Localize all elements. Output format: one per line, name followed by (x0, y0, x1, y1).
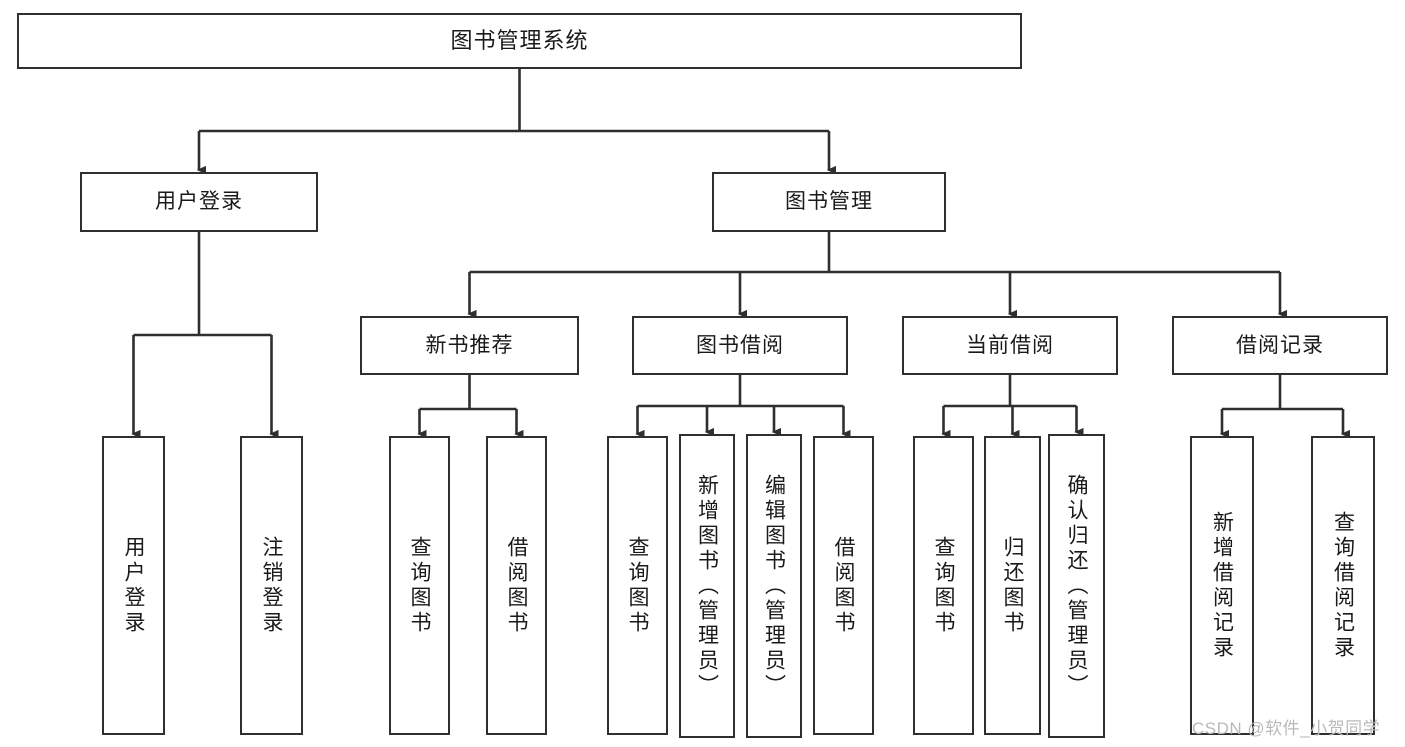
node-leaf-query-book-3[interactable]: 查询图书 (913, 436, 974, 735)
node-label: 编辑图书（管理员） (762, 473, 786, 699)
node-current-borrow[interactable]: 当前借阅 (902, 316, 1118, 375)
node-label: 查询图书 (932, 535, 955, 636)
node-leaf-edit-book[interactable]: 编辑图书（管理员） (746, 434, 802, 738)
node-book-manage[interactable]: 图书管理 (712, 172, 946, 232)
node-label: 借阅图书 (832, 535, 855, 636)
node-borrow-record[interactable]: 借阅记录 (1172, 316, 1388, 375)
node-leaf-borrow-book-1[interactable]: 借阅图书 (486, 436, 547, 735)
node-label: 注销登录 (260, 535, 283, 636)
node-new-book-recommend[interactable]: 新书推荐 (360, 316, 579, 375)
node-leaf-add-record[interactable]: 新增借阅记录 (1190, 436, 1254, 735)
node-leaf-return-book[interactable]: 归还图书 (984, 436, 1041, 735)
node-leaf-confirm-return[interactable]: 确认归还（管理员） (1048, 434, 1105, 738)
node-label: 新增借阅记录 (1210, 510, 1234, 661)
node-label: 图书管理系统 (450, 27, 589, 53)
node-label: 借阅记录 (1236, 333, 1324, 357)
node-label: 用户登录 (155, 190, 243, 214)
node-leaf-query-record[interactable]: 查询借阅记录 (1311, 436, 1375, 735)
node-leaf-add-book[interactable]: 新增图书（管理员） (679, 434, 735, 738)
node-label: 借阅图书 (505, 535, 528, 636)
node-leaf-query-book-2[interactable]: 查询图书 (607, 436, 668, 735)
node-user-login[interactable]: 用户登录 (80, 172, 318, 232)
node-label: 查询图书 (408, 535, 431, 636)
node-label: 用户登录 (122, 535, 145, 636)
node-label: 归还图书 (1001, 535, 1024, 636)
node-root[interactable]: 图书管理系统 (17, 13, 1022, 69)
node-label: 确认归还（管理员） (1065, 473, 1088, 699)
node-book-borrow[interactable]: 图书借阅 (632, 316, 848, 375)
node-label: 图书管理 (785, 190, 873, 214)
node-label: 查询借阅记录 (1331, 510, 1355, 661)
node-leaf-user-login[interactable]: 用户登录 (102, 436, 165, 735)
node-label: 查询图书 (626, 535, 649, 636)
node-label: 新增图书（管理员） (695, 473, 719, 699)
node-leaf-borrow-book-2[interactable]: 借阅图书 (813, 436, 874, 735)
node-label: 新书推荐 (425, 333, 514, 357)
node-label: 当前借阅 (966, 333, 1054, 357)
node-leaf-logout[interactable]: 注销登录 (240, 436, 303, 735)
edge-group (131, 69, 1351, 439)
node-leaf-query-book-1[interactable]: 查询图书 (389, 436, 450, 735)
node-label: 图书借阅 (696, 333, 784, 357)
